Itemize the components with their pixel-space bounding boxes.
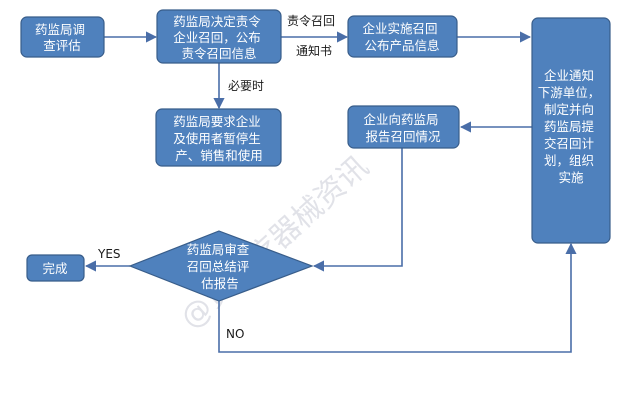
edge-label-no: NO	[226, 327, 244, 341]
node-enterprise-recall-line-1: 企业实施召回	[363, 21, 438, 36]
node-report-box	[347, 105, 460, 149]
node-enterprise-recall-box	[347, 15, 458, 58]
node-report-line-1: 企业向药监局	[364, 112, 439, 127]
node-notify-text: 企业通知 下游单位， 制定并向 药监局提 交召回计 划，组织 实施	[538, 68, 605, 185]
node-assess-box	[20, 16, 105, 58]
node-review-text: 药监局审查 召回总结评 估报告	[187, 242, 254, 291]
node-notify-line-6: 划，组织	[544, 153, 594, 168]
node-enterprise-recall: 企业实施召回 公布产品信息	[347, 15, 458, 58]
edge-label-when-needed: 必要时	[228, 79, 264, 93]
node-done: 完成	[26, 254, 85, 282]
node-review-line-2: 召回总结评	[187, 259, 250, 274]
node-suspend-line-1: 药监局要求企业	[173, 114, 261, 129]
node-assess: 药监局调 查评估	[20, 16, 105, 58]
node-notify-box	[531, 17, 611, 244]
node-enterprise-recall-line-2: 公布产品信息	[364, 38, 439, 53]
node-report-text: 企业向药监局 报告召回情况	[364, 112, 443, 144]
node-notify-line-1: 企业通知	[544, 68, 594, 83]
node-done-box	[26, 254, 85, 282]
node-suspend-line-2: 及使用者暂停生	[173, 131, 261, 146]
edge-review-no-loop	[218, 242, 577, 353]
node-notify-line-2: 下游单位，	[538, 85, 601, 100]
edge-label-order-notice-1: 责令召回	[287, 13, 335, 28]
node-report-line-2: 报告召回情况	[365, 129, 441, 144]
node-notify-line-7: 实施	[558, 170, 584, 185]
node-review-line-1: 药监局审查	[187, 242, 250, 257]
node-suspend: 药监局要求企业 及使用者暂停生 产、销售和使用	[155, 108, 282, 167]
node-decide-box	[156, 9, 282, 64]
node-notify: 企业通知 下游单位， 制定并向 药监局提 交召回计 划，组织 实施	[531, 17, 611, 244]
node-review: 药监局审查 召回总结评 估报告	[128, 230, 314, 302]
node-decide-line-1: 药监局决定责令	[173, 14, 261, 29]
node-suspend-text: 药监局要求企业 及使用者暂停生 产、销售和使用	[173, 114, 265, 163]
edges	[84, 31, 577, 353]
node-notify-line-4: 药监局提	[544, 119, 595, 134]
node-done-text: 完成	[42, 261, 67, 276]
node-enterprise-recall-text: 企业实施召回 公布产品信息	[363, 21, 442, 53]
edge-label-yes: YES	[97, 247, 121, 261]
edge-report-to-review	[312, 148, 403, 272]
node-assess-text: 药监局调 查评估	[35, 22, 89, 53]
node-notify-line-3: 制定并向	[544, 102, 594, 117]
node-decide-line-2: 企业召回，公布	[173, 30, 261, 45]
node-decide-line-3: 责令召回信息	[181, 46, 256, 61]
node-assess-line-1: 药监局调	[35, 22, 85, 37]
node-assess-line-2: 查评估	[43, 38, 81, 53]
node-suspend-line-3: 产、销售和使用	[175, 148, 263, 163]
node-notify-line-5: 交召回计	[544, 136, 594, 151]
node-done-line-1: 完成	[42, 261, 67, 276]
node-decide: 药监局决定责令 企业召回，公布 责令召回信息	[156, 9, 282, 64]
edge-label-order-notice-2: 通知书	[296, 44, 332, 58]
node-decide-text: 药监局决定责令 企业召回，公布 责令召回信息	[173, 14, 265, 61]
node-suspend-box	[155, 108, 282, 167]
node-review-line-3: 估报告	[201, 276, 239, 291]
node-review-diamond	[128, 230, 314, 302]
node-report: 企业向药监局 报告召回情况	[347, 105, 460, 149]
